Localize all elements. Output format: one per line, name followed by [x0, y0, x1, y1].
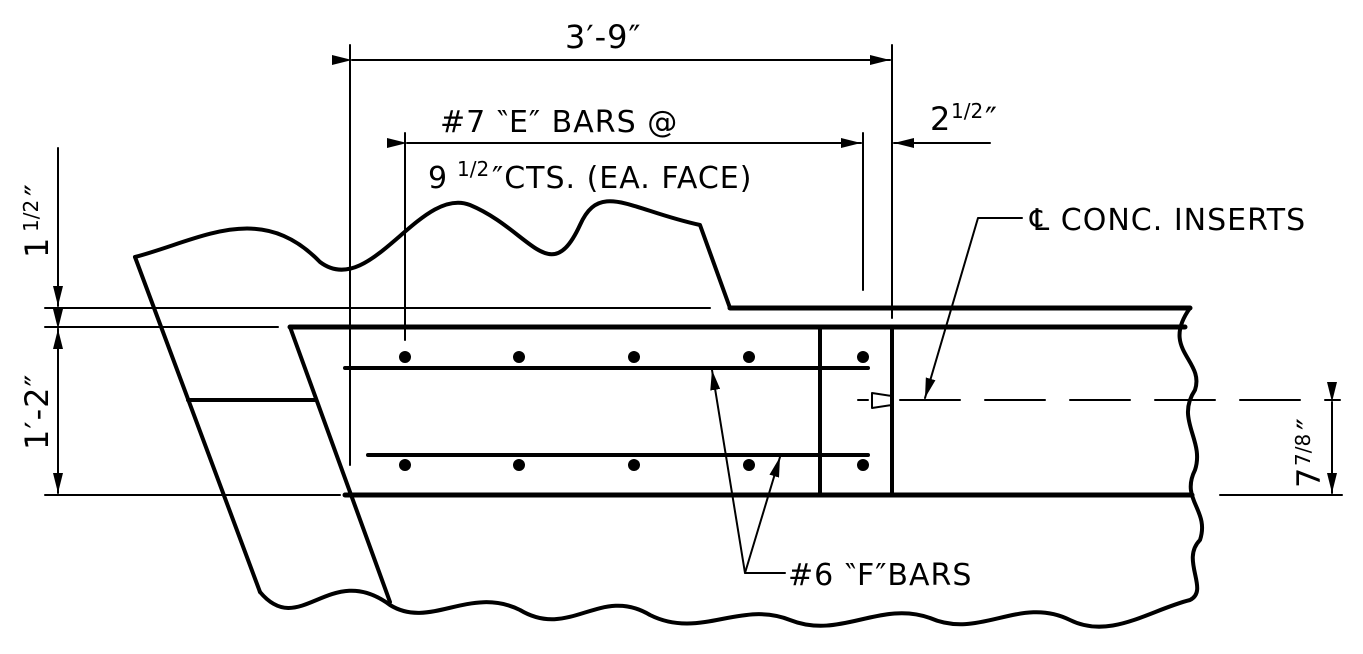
e-bar — [743, 351, 755, 363]
e-bar — [399, 351, 411, 363]
e-bar — [743, 459, 755, 471]
label-e-bars-line2: 9 1/2 ″CTS. (EA. FACE) — [428, 157, 752, 196]
skew-edge-outer — [133, 255, 262, 594]
svg-text:″: ″ — [985, 100, 998, 138]
svg-text:1: 1 — [18, 237, 56, 258]
label-top-cover: 1 1/2 ″ — [18, 183, 56, 258]
e-bar — [857, 459, 869, 471]
svg-text:″: ″ — [1290, 417, 1328, 430]
svg-text:1/2: 1/2 — [19, 200, 43, 232]
svg-text:1/2: 1/2 — [951, 99, 983, 123]
insert-leader — [924, 217, 1023, 399]
svg-text:″CTS. (EA. FACE): ″CTS. (EA. FACE) — [492, 161, 752, 196]
label-slab-depth: 1′-2″ — [18, 374, 56, 450]
svg-text:″: ″ — [18, 183, 56, 196]
e-bar — [628, 459, 640, 471]
svg-text:2: 2 — [930, 100, 951, 138]
e-bar — [513, 459, 525, 471]
e-bar — [513, 351, 525, 363]
label-insert-height: 7 7/8 ″ — [1290, 417, 1328, 488]
top-break-line — [133, 199, 732, 310]
bottom-break-line — [258, 306, 1204, 629]
e-bar — [628, 351, 640, 363]
svg-text:7/8: 7/8 — [1291, 434, 1315, 466]
e-bar — [857, 351, 869, 363]
label-edge-offset: 2 1/2 ″ — [930, 99, 998, 138]
concrete-insert — [857, 392, 893, 409]
skew-edge-inner — [288, 325, 392, 604]
svg-text:1/2: 1/2 — [457, 157, 489, 181]
f-bar-leader-b — [744, 456, 781, 574]
label-overall-width: 3′-9″ — [565, 18, 641, 56]
svg-text:9: 9 — [428, 161, 448, 196]
f-bar-leader-a — [710, 369, 786, 574]
label-e-bars-line1: #7 ‶E″ BARS @ — [440, 105, 678, 140]
e-bar — [399, 459, 411, 471]
svg-text:7: 7 — [1290, 467, 1328, 488]
label-f-bars: #6 ‶F″BARS — [788, 558, 972, 593]
e-bars-top-row — [399, 351, 869, 363]
e-bars-bottom-row — [399, 459, 869, 471]
label-conc-inserts: ℄ CONC. INSERTS — [1029, 203, 1306, 238]
